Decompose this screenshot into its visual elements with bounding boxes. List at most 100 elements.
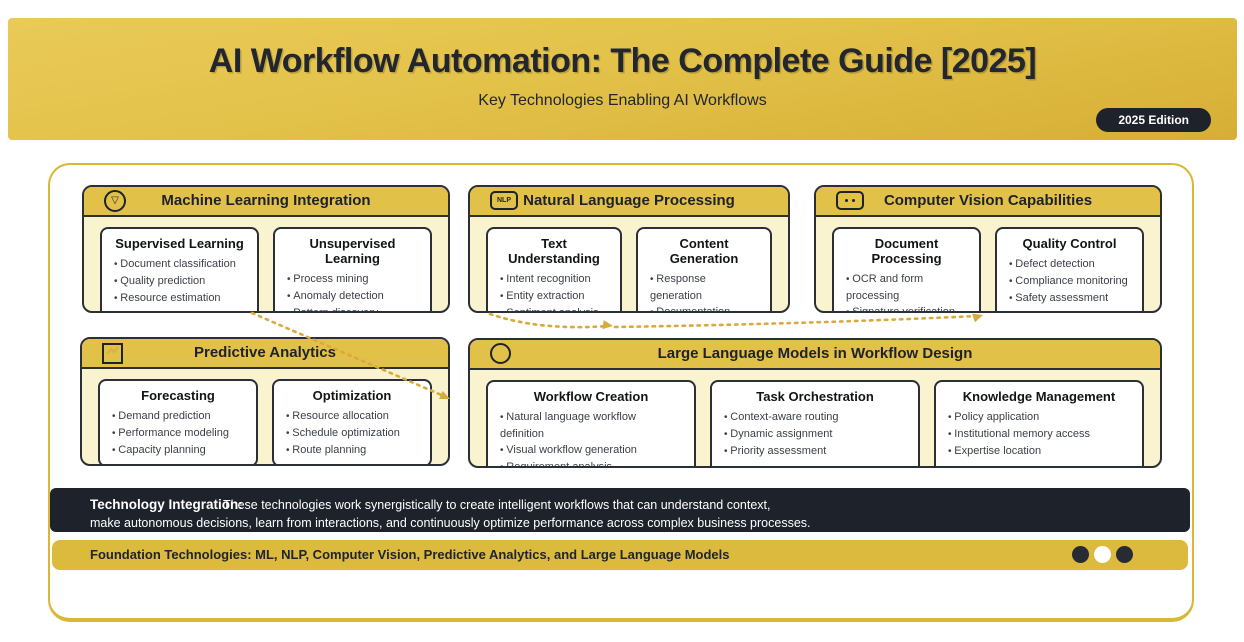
subcard-title: Quality Control: [1022, 236, 1117, 251]
list-item: Signature verification: [846, 304, 967, 311]
card-body: Document Processing OCR and form process…: [816, 217, 1160, 311]
list-item: Priority assessment: [724, 443, 906, 460]
card-header-llm: Large Language Models in Workflow Design: [470, 340, 1160, 370]
card-title: Natural Language Processing: [523, 192, 735, 209]
list-item: Policy application: [948, 409, 1130, 426]
bullet-list: OCR and form processing Signature verifi…: [846, 271, 967, 311]
subcard-unsupervised-learning: Unsupervised Learning Process mining Ano…: [273, 227, 432, 311]
connector-arrowhead: [602, 320, 613, 330]
circle-icon: [490, 343, 511, 364]
content-container: ▽ Machine Learning Integration Supervise…: [48, 163, 1194, 622]
camera-face-icon: [836, 191, 864, 210]
list-item: Defect detection: [1009, 256, 1130, 273]
list-item: OCR and form processing: [846, 271, 967, 304]
page-subtitle: Key Technologies Enabling AI Workflows: [478, 92, 767, 109]
card-machine-learning: ▽ Machine Learning Integration Supervise…: [82, 185, 450, 313]
list-item: Documentation creation: [650, 304, 758, 311]
subcard-text-understanding: Text Understanding Intent recognition En…: [486, 227, 622, 311]
list-item: Performance modeling: [112, 425, 244, 442]
edition-badge: 2025 Edition: [1096, 108, 1211, 132]
list-item: Response generation: [650, 271, 758, 304]
list-item: Process mining: [287, 271, 418, 288]
bullet-list: Process mining Anomaly detection Pattern…: [287, 271, 418, 311]
chart-square-icon: [102, 343, 123, 364]
header-band: AI Workflow Automation: The Complete Gui…: [8, 18, 1237, 140]
subcard-forecasting: Forecasting Demand prediction Performanc…: [98, 379, 258, 464]
subcard-title: Text Understanding: [508, 236, 600, 266]
foundation-text: Foundation Technologies: ML, NLP, Comput…: [90, 547, 730, 562]
card-body: Text Understanding Intent recognition En…: [470, 217, 788, 311]
bullet-list: Response generation Documentation creati…: [650, 271, 758, 311]
list-item: Entity extraction: [500, 288, 608, 305]
list-item: Document classification: [114, 256, 245, 273]
bullet-list: Intent recognition Entity extraction Sen…: [500, 271, 608, 311]
list-item: Schedule optimization: [286, 425, 418, 442]
subcard-title: Workflow Creation: [533, 389, 649, 404]
subcard-quality-control: Quality Control Defect detection Complia…: [995, 227, 1144, 311]
subcard-title: Optimization: [312, 388, 392, 403]
subcard-optimization: Optimization Resource allocation Schedul…: [272, 379, 432, 464]
subcard-title: Unsupervised Learning: [309, 236, 396, 266]
card-large-language-models: Large Language Models in Workflow Design…: [468, 338, 1162, 468]
bullet-list: Demand prediction Performance modeling C…: [112, 408, 244, 459]
connector-nlp-to-llm: [488, 312, 610, 329]
card-title: Predictive Analytics: [193, 344, 336, 361]
list-item: Quality prediction: [114, 273, 245, 290]
list-item: Requirement analysis: [500, 459, 682, 466]
integration-text: These technologies work synergistically …: [90, 496, 1160, 532]
card-header-predictive-analytics: Predictive Analytics: [82, 339, 448, 369]
list-item: Institutional memory access: [948, 426, 1130, 443]
card-title: Large Language Models in Workflow Design: [657, 345, 973, 362]
nabla-circle-icon: ▽: [104, 190, 126, 212]
list-item: Anomaly detection: [287, 288, 418, 305]
card-body: Workflow Creation Natural language workf…: [470, 370, 1160, 466]
list-item: Demand prediction: [112, 408, 244, 425]
integration-line1: These technologies work synergistically …: [223, 498, 771, 512]
card-header-machine-learning: ▽ Machine Learning Integration: [84, 187, 448, 217]
subcard-workflow-creation: Workflow Creation Natural language workf…: [486, 380, 696, 466]
subcard-title: Supervised Learning: [115, 236, 244, 251]
list-item: Dynamic assignment: [724, 426, 906, 443]
connector-llm-to-cv: [613, 314, 980, 329]
camera-dot: [845, 199, 848, 202]
card-title: Machine Learning Integration: [161, 192, 371, 209]
list-item: Sentiment analysis: [500, 305, 608, 311]
card-computer-vision: Computer Vision Capabilities Document Pr…: [814, 185, 1162, 313]
bullet-list: Context-aware routing Dynamic assignment…: [724, 409, 906, 460]
card-body: Supervised Learning Document classificat…: [84, 217, 448, 311]
card-header-nlp: NLP Natural Language Processing: [470, 187, 788, 217]
carousel-dot-3[interactable]: [1116, 546, 1133, 563]
list-item: Resource allocation: [286, 408, 418, 425]
subcard-title: Document Processing: [871, 236, 942, 266]
subcard-title: Task Orchestration: [756, 389, 874, 404]
subcard-title: Knowledge Management: [962, 389, 1116, 404]
card-header-computer-vision: Computer Vision Capabilities: [816, 187, 1160, 217]
foundation-technologies-bar: Foundation Technologies: ML, NLP, Comput…: [52, 540, 1188, 570]
bullet-list: Defect detection Compliance monitoring S…: [1009, 256, 1130, 307]
list-item: Intent recognition: [500, 271, 608, 288]
card-body: Forecasting Demand prediction Performanc…: [82, 369, 448, 464]
subcard-title: Forecasting: [141, 388, 215, 403]
subcard-supervised-learning: Supervised Learning Document classificat…: [100, 227, 259, 311]
list-item: Compliance monitoring: [1009, 273, 1130, 290]
list-item: Safety assessment: [1009, 290, 1130, 307]
bullet-list: Natural language workflow definition Vis…: [500, 409, 682, 466]
subcard-knowledge-management: Knowledge Management Policy application …: [934, 380, 1144, 466]
bullet-list: Policy application Institutional memory …: [948, 409, 1130, 460]
integration-line2: make autonomous decisions, learn from in…: [90, 516, 811, 530]
card-predictive-analytics: Predictive Analytics Forecasting Demand …: [80, 337, 450, 466]
page-title: AI Workflow Automation: The Complete Gui…: [208, 42, 1037, 80]
list-item: Route planning: [286, 442, 418, 459]
carousel-dot-2[interactable]: [1094, 546, 1111, 563]
list-item: Expertise location: [948, 443, 1130, 460]
subcard-content-generation: Content Generation Response generation D…: [636, 227, 772, 311]
list-item: Context-aware routing: [724, 409, 906, 426]
subcard-document-processing: Document Processing OCR and form process…: [832, 227, 981, 311]
carousel-dot-1[interactable]: [1072, 546, 1089, 563]
nlp-badge-icon: NLP: [490, 191, 518, 210]
integration-label: Technology Integration:: [90, 497, 243, 512]
bullet-list: Resource allocation Schedule optimizatio…: [286, 408, 418, 459]
list-item: Pattern discovery: [287, 305, 418, 311]
list-item: Capacity planning: [112, 442, 244, 459]
camera-dot: [852, 199, 855, 202]
